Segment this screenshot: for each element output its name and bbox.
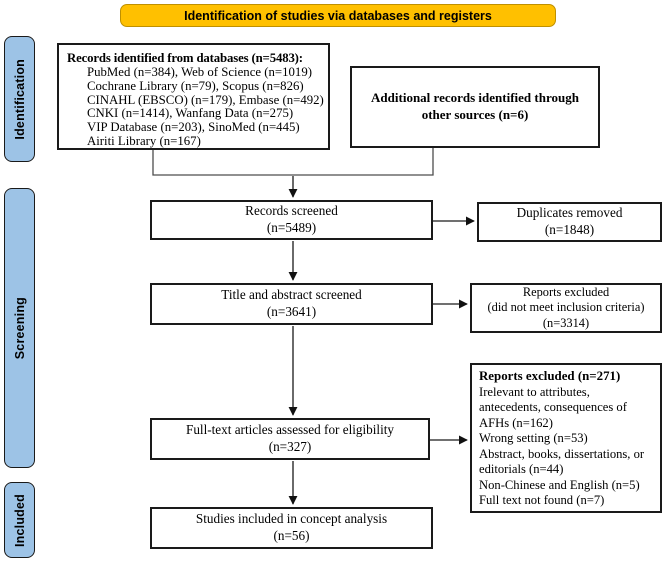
title-abstract-line: Title and abstract screened (221, 287, 362, 303)
banner-label: Identification of studies via databases … (184, 8, 492, 23)
box-additional-records-other-sources: Additional records identified through ot… (350, 66, 600, 148)
box-reports-excluded-screening: Reports excluded (did not meet inclusion… (470, 283, 662, 333)
database-count-line: VIP Database (n=203), SinoMed (n=445) (87, 120, 300, 135)
exclusion-reason-line: Abstract, books, dissertations, or edito… (479, 446, 645, 477)
database-count-line: Cochrane Library (n=79), Scopus (n=826) (87, 78, 304, 93)
database-count-line: Airiti Library (n=167) (87, 133, 201, 148)
exclusion-reason-line: Irelevant to attributes, antecedents, co… (479, 384, 627, 430)
reports-excluded-fulltext-title: Reports excluded (n=271) (479, 369, 621, 383)
box-studies-included-concept-analysis: Studies included in concept analysis (n=… (150, 507, 433, 549)
duplicates-removed-line: Duplicates removed (516, 205, 623, 221)
merge-elbow-connector (152, 148, 434, 176)
database-count-line: PubMed (n=384), Web of Science (n=1019) (87, 65, 312, 79)
exclusion-reason-line: Non-Chinese and English (n=5) (479, 477, 640, 492)
box-title-abstract-screened: Title and abstract screened (n=3641) (150, 283, 433, 325)
studies-included-count: (n=56) (273, 528, 310, 543)
stage-screening-text: Screening (12, 296, 27, 360)
banner-identification-via-databases: Identification of studies via databases … (120, 4, 556, 27)
fulltext-assessed-line: Full-text articles assessed for eligibil… (185, 422, 395, 438)
stage-label-included: Included (4, 482, 35, 558)
additional-records-line: Additional records identified through (371, 90, 579, 106)
exclusion-reason-line: Wrong setting (n=53) (479, 431, 588, 445)
reports-excluded-count: (n=3314) (542, 315, 590, 330)
stage-included-text: Included (12, 493, 27, 547)
additional-records-line: other sources (n=6) (421, 107, 529, 122)
database-count-line: CNKI (n=1414), Wanfang Data (n=275) (87, 106, 294, 121)
fulltext-assessed-count: (n=327) (268, 439, 312, 454)
box-records-identified-databases: Records identified from databases (n=548… (57, 43, 330, 150)
exclusion-reason-line: Full text not found (n=7) (479, 493, 605, 507)
stage-label-identification: Identification (4, 36, 35, 162)
database-count-line: CINAHL (EBSCO) (n=179), Embase (n=492) (87, 92, 324, 107)
stage-label-screening: Screening (4, 188, 35, 468)
stage-identification-text: Identification (12, 58, 27, 140)
duplicates-removed-count: (n=1848) (544, 222, 595, 237)
studies-included-line: Studies included in concept analysis (195, 511, 388, 527)
reports-excluded-line: Reports excluded (522, 284, 610, 299)
box-records-screened: Records screened (n=5489) (150, 200, 433, 240)
box-reports-excluded-fulltext: Reports excluded (n=271) Irelevant to at… (470, 363, 662, 513)
title-abstract-count: (n=3641) (266, 304, 317, 319)
records-screened-line: Records screened (245, 203, 338, 219)
box-duplicates-removed: Duplicates removed (n=1848) (477, 202, 662, 242)
records-identified-title: Records identified from databases (n=548… (67, 51, 303, 65)
records-screened-count: (n=5489) (266, 220, 317, 235)
box-fulltext-assessed-eligibility: Full-text articles assessed for eligibil… (150, 418, 430, 460)
reports-excluded-reason: (did not meet inclusion criteria) (487, 300, 645, 315)
